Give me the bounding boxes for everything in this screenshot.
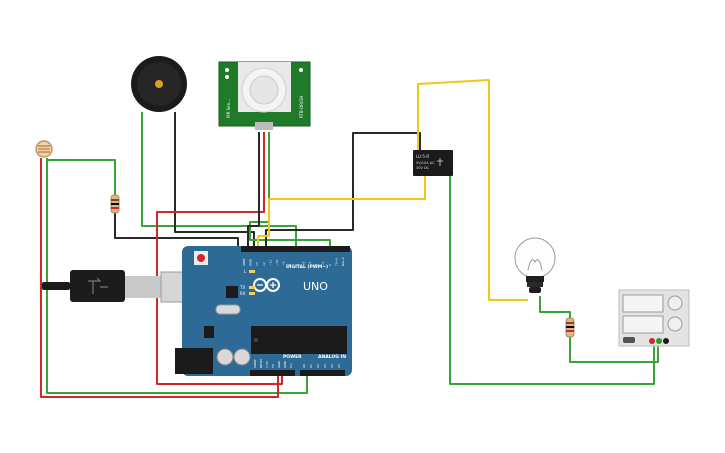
tx-label: TX [239, 285, 245, 290]
analog-label: ANALOG IN [318, 354, 346, 360]
digital-label: DIGITAL (PWM~) [286, 264, 328, 270]
pin-label: ~9 [282, 261, 286, 266]
piezo-buzzer[interactable] [131, 56, 187, 112]
wire-relay-yellow-bulb[interactable] [417, 79, 528, 301]
digital-header [241, 246, 350, 252]
pin-label: 5V [271, 363, 275, 368]
pin-label: GND [277, 360, 281, 368]
power-label: POWER [283, 354, 302, 360]
pin-label: ~3 [321, 261, 325, 266]
relay[interactable]: LU-5-R 5V/10A AC 30V DC [413, 150, 453, 176]
pin-label: IOREF [253, 359, 257, 368]
pin-label: TX→1 [334, 258, 338, 267]
pin-label: ~5 [308, 261, 312, 266]
analog-header [300, 370, 345, 376]
rx-label: RX [240, 291, 246, 296]
wire-bulb-green[interactable] [539, 296, 571, 320]
pir-left-text: PIR Sen... [226, 99, 231, 118]
pin-label: A4 [330, 364, 334, 368]
pin-label: 13 [255, 262, 259, 266]
wire-relay-green-supply[interactable] [449, 172, 655, 385]
power-supply[interactable] [618, 289, 690, 347]
wire-relay-yellow-board[interactable] [257, 176, 426, 246]
pin-label: RX←0 [341, 257, 345, 266]
pin-label: A0 [302, 364, 306, 368]
pin-label: GND [249, 258, 253, 266]
pin-label: 2 [328, 264, 332, 266]
pin-label: A2 [316, 364, 320, 368]
wire-resistor-black[interactable] [114, 212, 239, 246]
power-jack [175, 348, 213, 374]
pin-label: 7 [295, 264, 299, 266]
wire-pir-green[interactable] [249, 132, 331, 246]
uno-brand: UNO [303, 280, 328, 293]
usb-cable [42, 270, 200, 303]
wire-relay-black[interactable] [265, 132, 421, 246]
pin-label: Vin [289, 363, 293, 368]
light-bulb[interactable] [514, 237, 556, 293]
pin-label: A1 [309, 364, 313, 368]
pin-label: 3.3V [265, 360, 269, 368]
pin-label: 4 [315, 264, 319, 266]
pin-label: RESET [259, 358, 263, 368]
wire-ldr-green[interactable] [46, 158, 308, 394]
relay-line2: 5V/10A AC [416, 161, 435, 165]
wire-buzzer-green[interactable] [141, 112, 297, 246]
pin-label: GND [283, 360, 287, 368]
pin-label: ~11 [268, 260, 272, 266]
relay-line1: LU-5-R [416, 154, 429, 159]
pin-label: A3 [323, 364, 327, 368]
pin-label: 8 [288, 264, 292, 266]
pin-label: 12 [262, 262, 266, 266]
wire-resistor-supply-green[interactable] [569, 336, 659, 363]
l-label: L [244, 269, 247, 274]
wire-ldr-resistor[interactable] [47, 159, 116, 195]
wire-pir-black[interactable] [247, 132, 260, 246]
pin-label: AREF [242, 258, 246, 266]
power-header [250, 370, 295, 376]
pin-label: A5 [337, 364, 341, 368]
pir-sensor[interactable]: PIR Sen... RTB-DR/GH [218, 61, 311, 130]
pir-right-text: RTB-DR/GH [299, 96, 304, 118]
pin-label: ~10 [275, 260, 279, 266]
wires [40, 79, 659, 398]
atmega-chip [251, 326, 347, 354]
photoresistor[interactable] [35, 140, 53, 158]
resistor-ldr[interactable] [110, 194, 120, 214]
resistor-bulb[interactable] [565, 317, 575, 338]
relay-line3: 30V DC [416, 166, 430, 170]
arduino-logo-icon [253, 278, 280, 292]
pin-label: ~6 [301, 261, 305, 266]
